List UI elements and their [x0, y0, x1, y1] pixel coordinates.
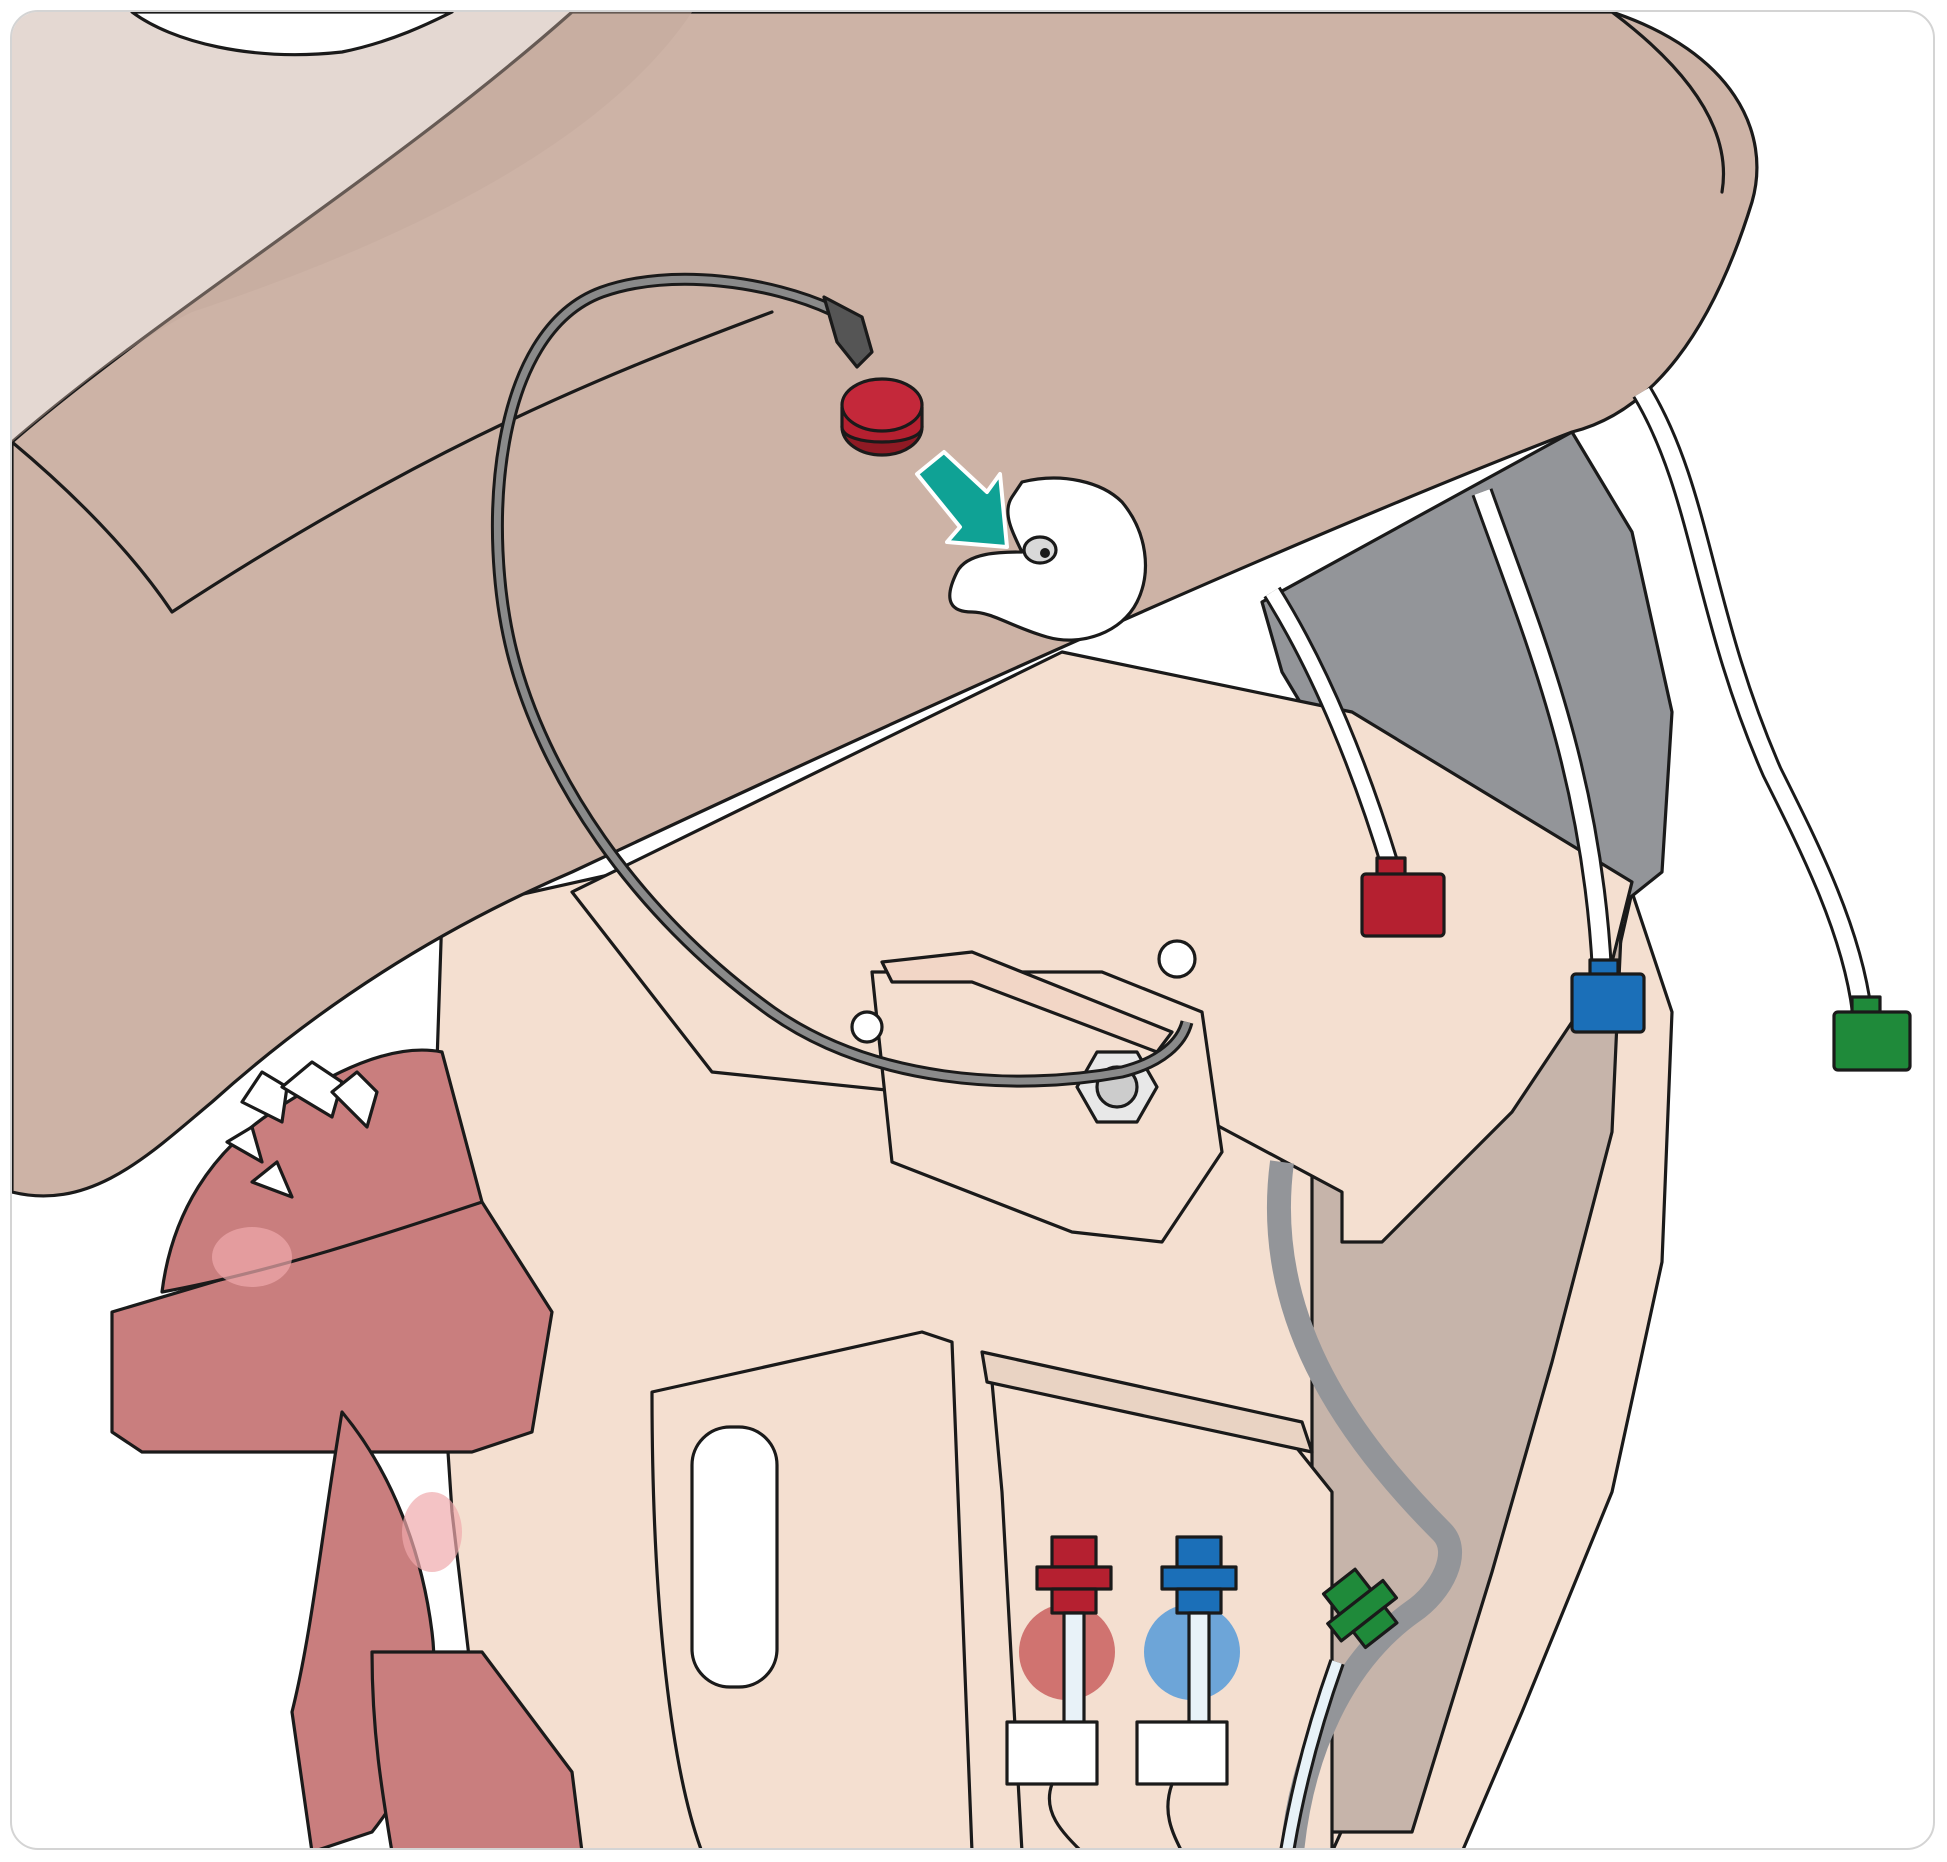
reference-dot	[1157, 939, 1197, 979]
head-skin-shade	[12, 12, 692, 442]
red-luer-cap	[1360, 856, 1446, 938]
blue-luer-cap	[1570, 958, 1646, 1034]
tissue-highlight	[212, 1227, 292, 1287]
throat-tissue	[370, 1650, 584, 1848]
socket-hole	[1022, 535, 1058, 565]
connector-plug-icon	[840, 377, 924, 457]
sensor-cable-fill	[493, 275, 1191, 1085]
green-port-connector	[1321, 1567, 1399, 1650]
blue-port-connector	[1135, 1535, 1238, 1848]
tissue-highlight	[402, 1492, 462, 1572]
socket-hole-center	[1040, 548, 1050, 558]
tube-to-green-connector	[1632, 386, 1873, 1014]
tube-to-red-connector	[1263, 586, 1402, 875]
insert-arrow-icon	[915, 450, 1009, 549]
gray-tube-fill	[1266, 1160, 1463, 1848]
pivot-hole	[850, 1010, 884, 1044]
lower-lip	[110, 1200, 554, 1454]
manikin-head-diagram	[12, 12, 1912, 1848]
head-top-crescent	[130, 12, 454, 57]
illustration-frame	[10, 10, 1935, 1850]
red-port-connector	[1005, 1535, 1113, 1848]
head-skin-cover	[12, 12, 1759, 1198]
cable-strain-relief	[822, 295, 874, 369]
green-port-tube-fill	[1282, 1660, 1342, 1848]
connector-block-rail	[980, 1350, 1314, 1454]
green-luer-cap	[1832, 995, 1912, 1072]
bracket-slot	[690, 1425, 779, 1689]
teeth	[225, 1060, 379, 1199]
tube-to-blue-connector	[1471, 488, 1613, 973]
